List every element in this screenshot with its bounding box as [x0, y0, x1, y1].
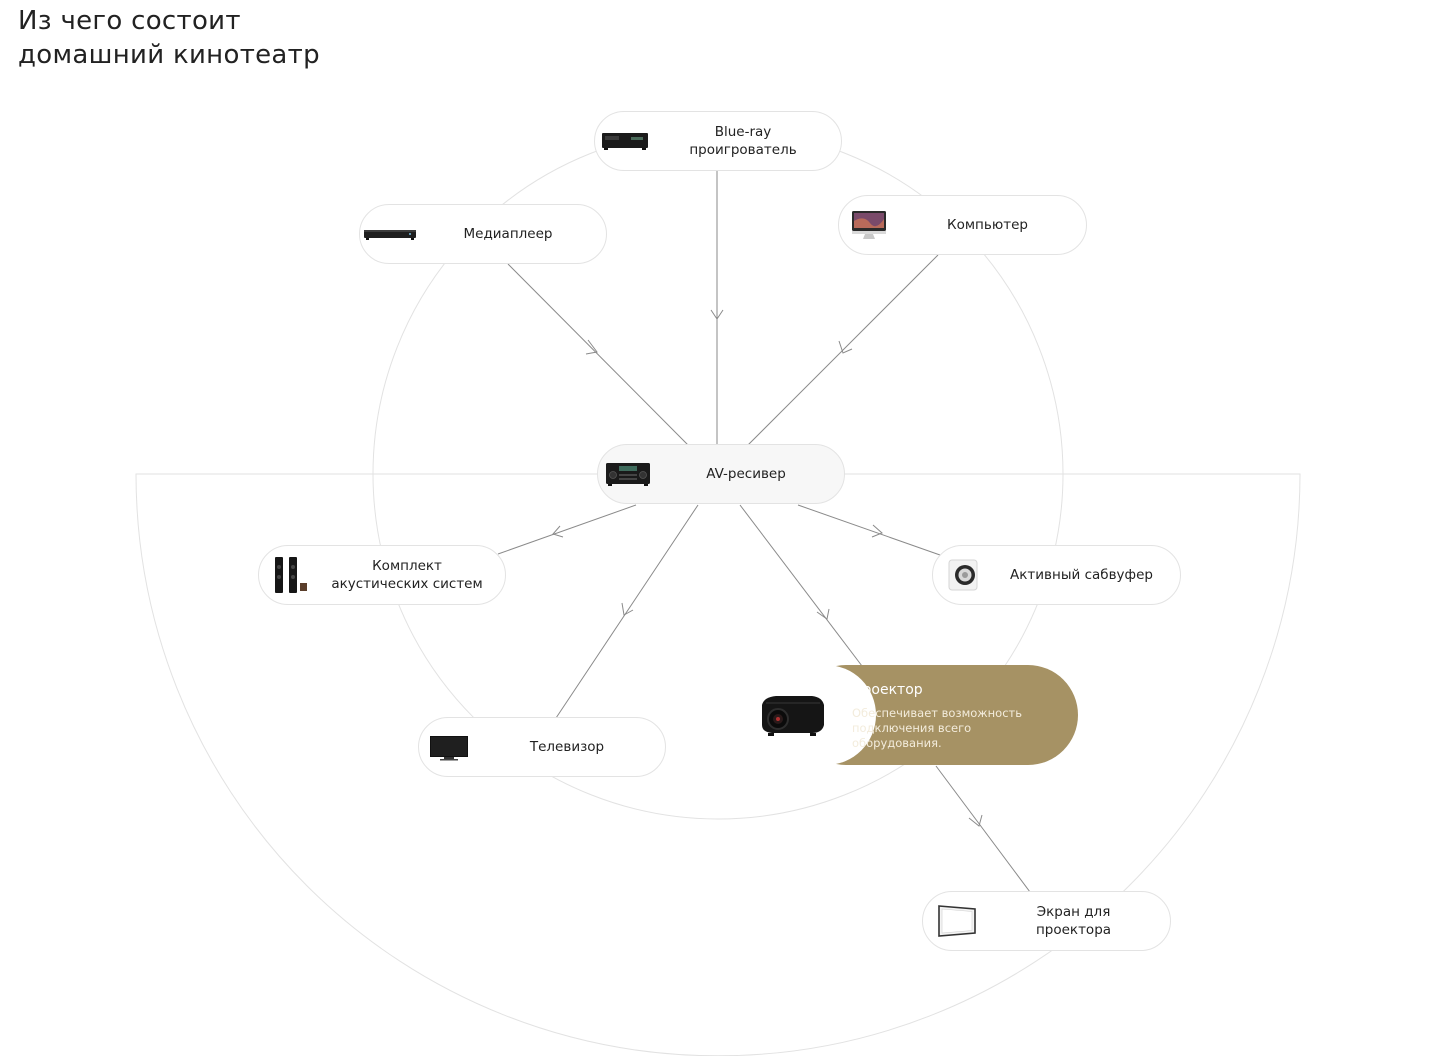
- node-media-player[interactable]: Медиаплеер: [359, 204, 607, 264]
- node-speakers[interactable]: Комплект акустических систем: [258, 545, 506, 605]
- arrow-subwoofer: [871, 524, 883, 538]
- speakers-icon: [259, 555, 319, 595]
- computer-icon: [839, 209, 899, 241]
- connections: [497, 171, 1031, 893]
- projector-description: Обеспечивает возможность подключения все…: [852, 706, 1023, 750]
- node-av-receiver[interactable]: AV-ресивер: [597, 444, 845, 504]
- arrow-computer: [838, 340, 853, 354]
- av-receiver-icon: [598, 460, 658, 488]
- node-label: Blue-ray проигрователь: [689, 124, 797, 158]
- node-projector[interactable]: Проектор Обеспечивает возможность подклю…: [756, 665, 1078, 765]
- blu-ray-player-icon: [595, 130, 655, 152]
- node-label: Комплект акустических систем: [331, 558, 483, 592]
- arrow-tv: [621, 602, 634, 616]
- tv-icon: [419, 732, 479, 762]
- node-computer[interactable]: Компьютер: [838, 195, 1087, 255]
- node-label: Активный сабвуфер: [1010, 567, 1153, 583]
- projector-screen-icon: [923, 903, 987, 939]
- page-title: Из чего состоит домашний кинотеатр: [18, 6, 320, 70]
- node-blu-ray-player[interactable]: Blue-ray проигрователь: [594, 111, 842, 171]
- subwoofer-icon: [933, 557, 993, 593]
- node-label: AV-ресивер: [706, 466, 786, 482]
- connector-speakers: [497, 504, 637, 555]
- arrow-media: [585, 339, 598, 355]
- node-label: Телевизор: [529, 739, 605, 755]
- arrow-bluray: [710, 309, 724, 320]
- node-label: Компьютер: [947, 217, 1028, 233]
- projector-icon: [756, 691, 828, 739]
- node-subwoofer[interactable]: Активный сабвуфер: [932, 545, 1181, 605]
- connector-subwoofer: [797, 504, 941, 556]
- connector-media: [507, 263, 689, 446]
- node-tv[interactable]: Телевизор: [418, 717, 666, 777]
- projector-text: Проектор Обеспечивает возможность подклю…: [852, 681, 1052, 751]
- connector-tv: [555, 504, 699, 719]
- connector-projector: [739, 504, 863, 667]
- node-label: Медиаплеер: [463, 226, 553, 242]
- node-projector-screen[interactable]: Экран для проектора: [922, 891, 1171, 951]
- arrow-speakers: [552, 525, 564, 538]
- connector-computer: [747, 254, 939, 446]
- arrow-screen: [968, 814, 983, 827]
- media-player-icon: [360, 226, 420, 242]
- node-label: Экран для проектора: [1035, 904, 1112, 938]
- connector-screen: [935, 765, 1031, 893]
- projector-title: Проектор: [852, 682, 923, 698]
- arrow-projector: [816, 608, 830, 620]
